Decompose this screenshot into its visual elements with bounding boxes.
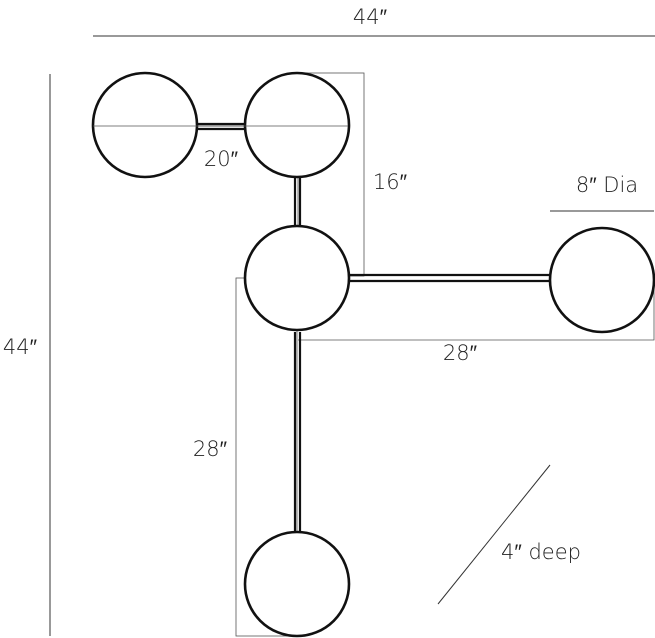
right-arm-guide (298, 280, 655, 341)
globe-right (548, 226, 655, 334)
depth-label: 4″ deep (501, 540, 581, 564)
lower-vertical-rod (293, 332, 302, 537)
globe-diameter-label: 8″ Dia (576, 173, 638, 197)
right-horizontal-rod (348, 273, 552, 283)
overall-height-label: 44″ (3, 335, 38, 359)
globe-center (243, 224, 351, 332)
globe-top-right (243, 71, 351, 179)
depth-line (437, 464, 551, 605)
upper-drop-label: 16″ (373, 170, 408, 194)
lower-arm-label: 28″ (193, 437, 228, 461)
upper-vertical-rod (293, 177, 302, 229)
globe-top-left (91, 71, 199, 179)
globe-bottom (243, 530, 351, 638)
right-arm-label: 28″ (443, 341, 478, 365)
top-horizontal-rod (195, 122, 246, 131)
top-span-label: 20″ (204, 147, 239, 171)
overall-width-label: 44″ (353, 5, 388, 29)
